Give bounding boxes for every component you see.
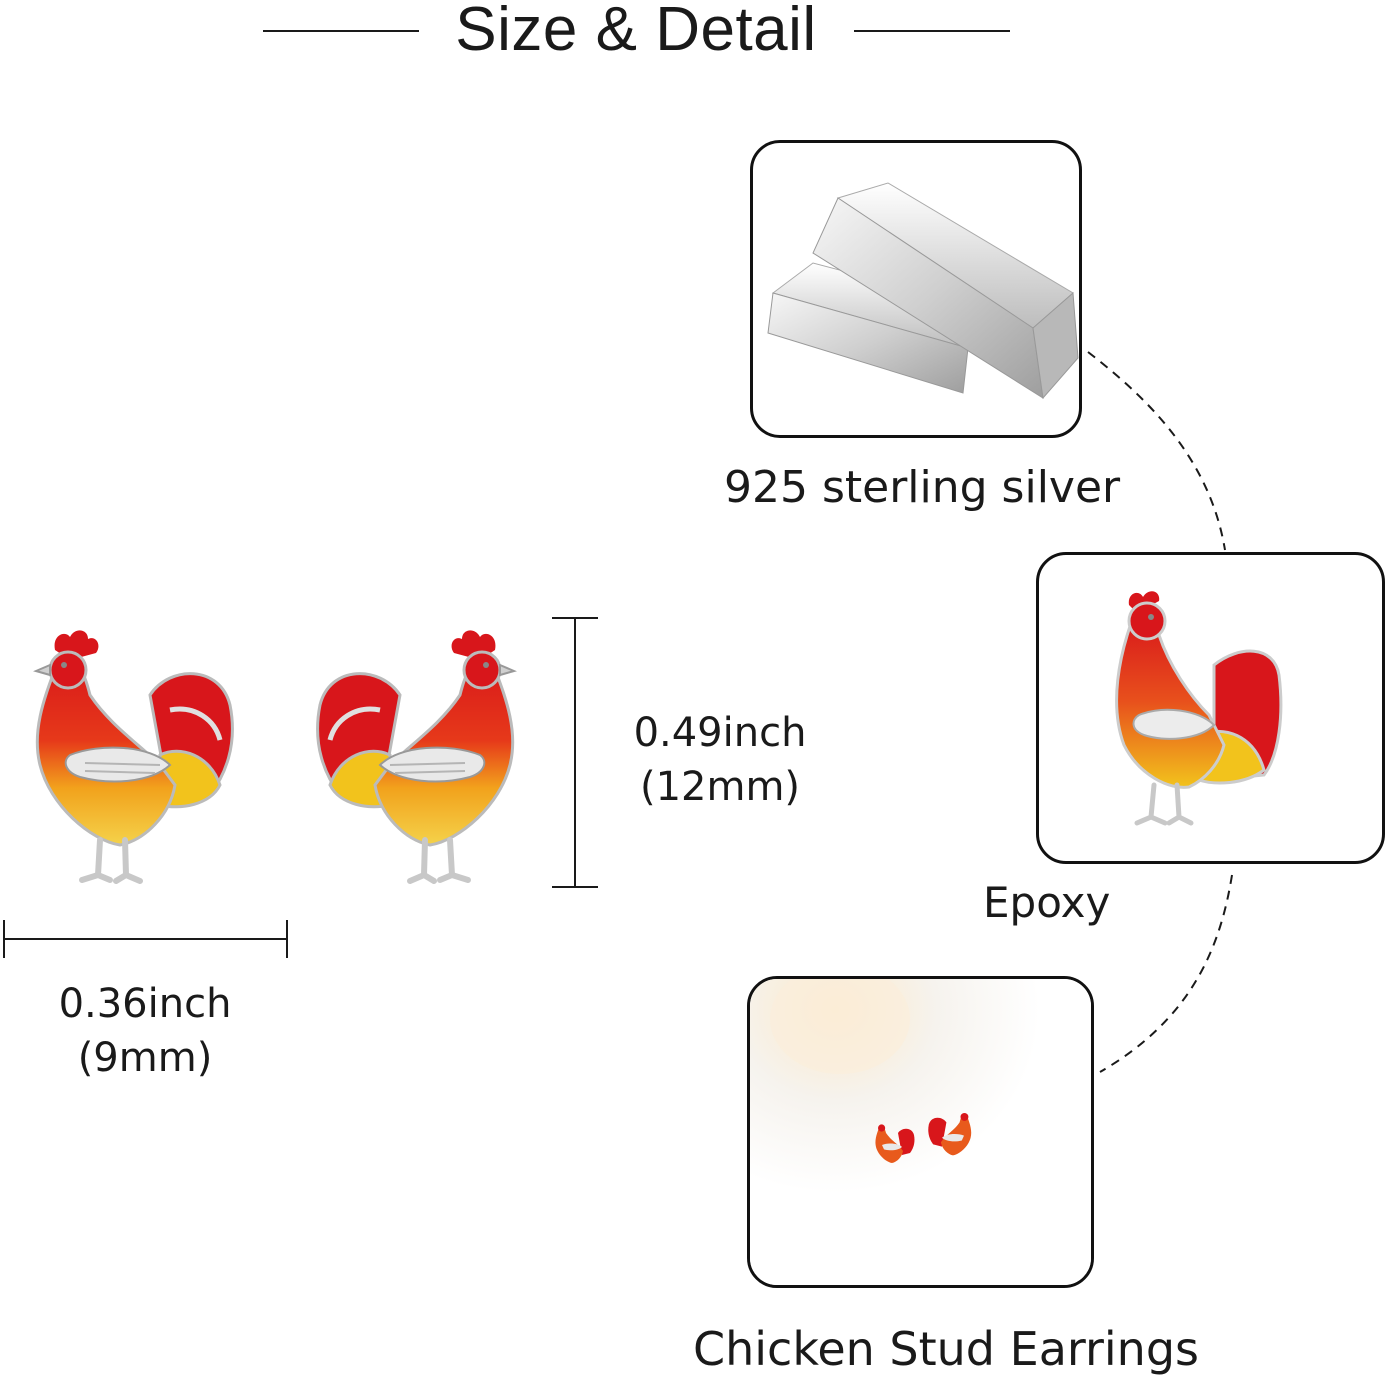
product-panel-earrings: [747, 976, 1094, 1288]
dashed-connector: [1080, 340, 1260, 1080]
earrings-pair-icon: [750, 979, 1091, 1285]
height-dimension-bracket: [550, 615, 600, 890]
rooster-earring-left: [20, 625, 250, 890]
width-dimension-label: 0.36inch (9mm): [40, 977, 250, 1085]
title-rule-right: [854, 30, 1010, 32]
silver-bar-icon: [767, 182, 1079, 400]
height-dimension-label: 0.49inch (12mm): [620, 706, 820, 814]
material-caption-silver: 925 sterling silver: [724, 462, 1121, 513]
width-dimension-bracket: [0, 918, 292, 962]
material-panel-silver: [750, 140, 1082, 438]
width-mm: (9mm): [77, 1035, 213, 1081]
height-inch: 0.49inch: [633, 710, 807, 756]
rooster-enamel-icon: [1115, 591, 1283, 826]
material-caption-epoxy: Epoxy: [983, 878, 1111, 927]
page-title: Size & Detail: [455, 0, 817, 64]
height-mm: (12mm): [639, 764, 801, 810]
material-panel-epoxy: [1036, 552, 1385, 864]
width-inch: 0.36inch: [58, 981, 232, 1027]
product-caption-earrings: Chicken Stud Earrings: [693, 1322, 1199, 1376]
title-rule-left: [263, 30, 419, 32]
rooster-earring-right: [300, 625, 530, 890]
